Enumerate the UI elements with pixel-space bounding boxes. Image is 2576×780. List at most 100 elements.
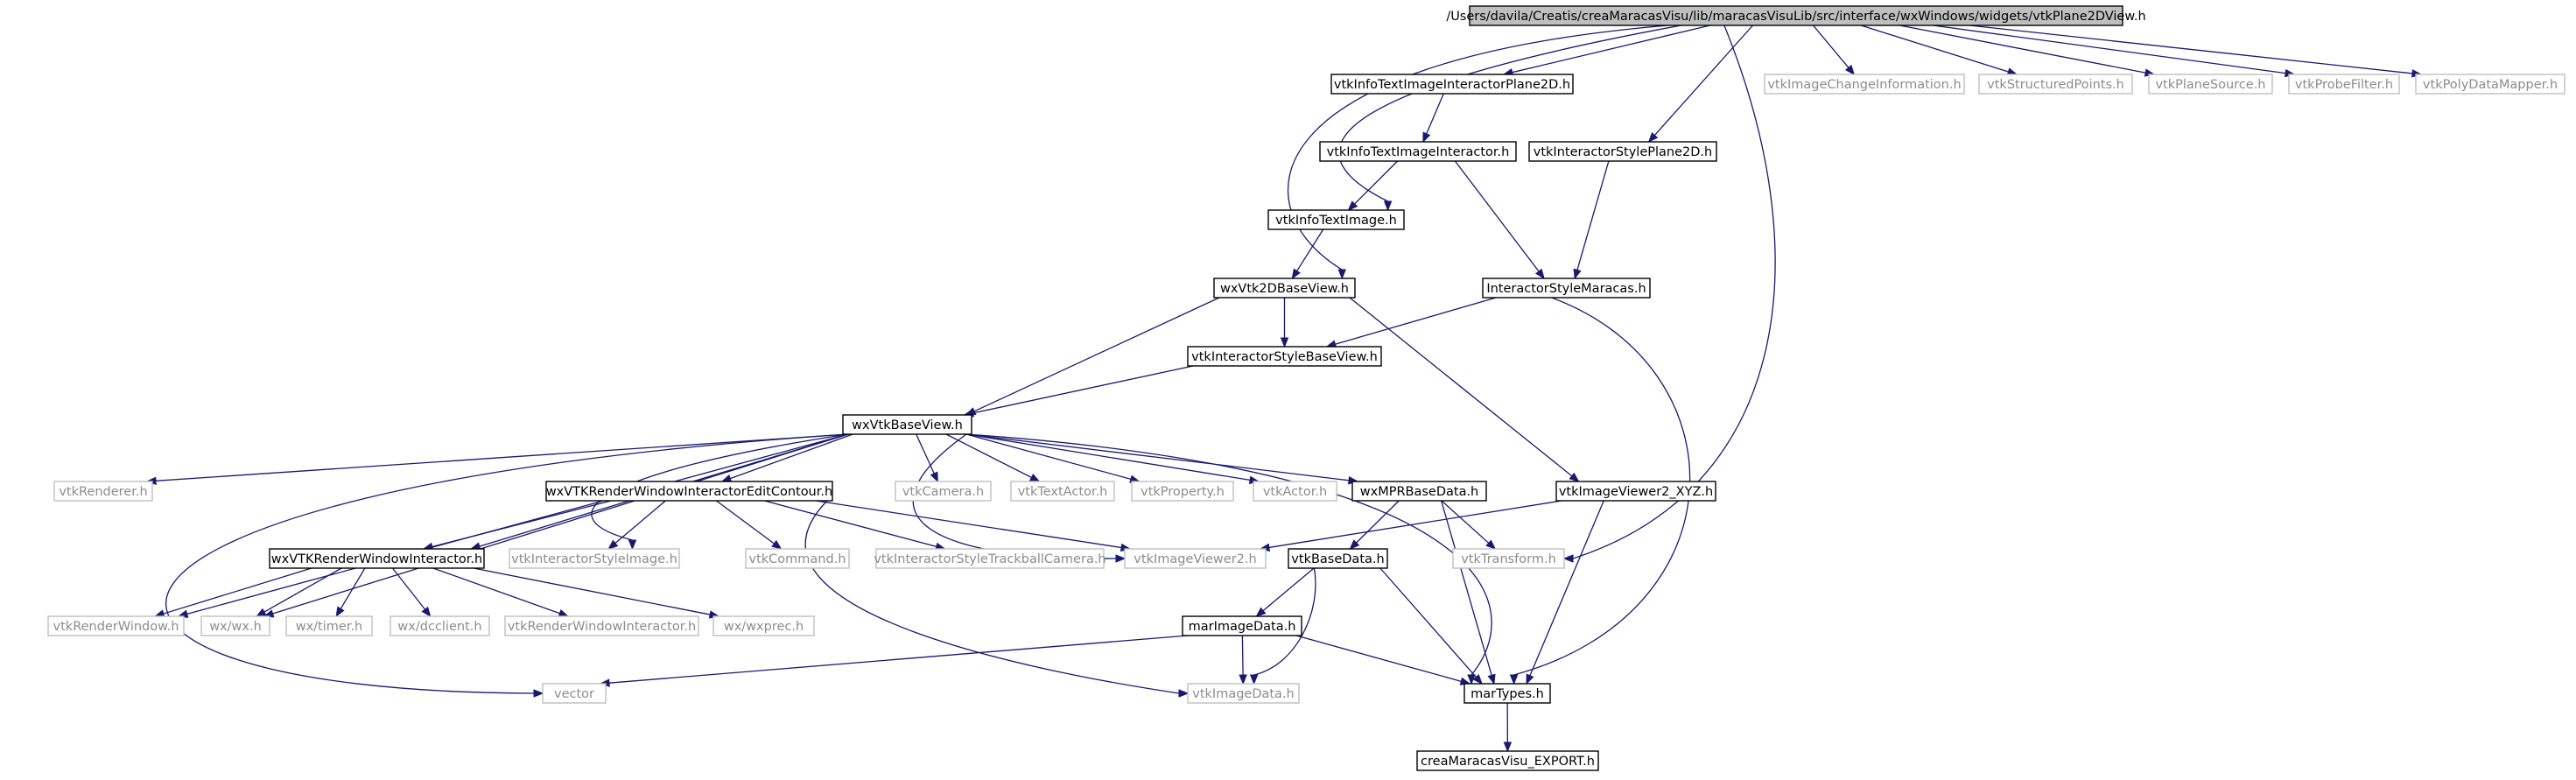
node-mpr[interactable]: wxMPRBaseData.h <box>1351 481 1487 502</box>
edge-editContour-to-rwi <box>422 500 612 551</box>
node-styleP2D[interactable]: vtkInteractorStylePlane2D.h <box>1528 141 1717 162</box>
node-transform: vtkTransform.h <box>1452 548 1565 569</box>
node-label: vtkProperty.h <box>1141 485 1225 499</box>
edge-rwi-to-renderWin <box>153 567 312 618</box>
node-label: vtkInfoTextImageInteractor.h <box>1327 145 1510 159</box>
node-styleMaracas[interactable]: InteractorStyleMaracas.h <box>1482 278 1651 299</box>
node-box <box>1187 346 1382 367</box>
node-label: vtkInteractorStyleBaseView.h <box>1191 350 1378 364</box>
node-label: vtkTransform.h <box>1461 552 1556 566</box>
edge-line <box>1441 500 1490 544</box>
node-label: marImageData.h <box>1189 620 1296 634</box>
edge-mpr-to-transform <box>1441 500 1497 550</box>
arrow-head-icon <box>1526 673 1534 685</box>
edge-line <box>432 500 612 548</box>
arrow-head-icon <box>1647 132 1659 144</box>
node-label: vtkInfoTextImageInteractorPlane2D.h <box>1334 78 1570 92</box>
edge-line <box>1262 567 1315 612</box>
edge-line <box>432 567 560 615</box>
node-label: vtkRenderer.h <box>59 485 147 499</box>
node-rwi[interactable]: wxVTKRenderWindowInteractor.h <box>269 548 485 569</box>
edge-line <box>1349 297 1573 477</box>
edge-wx2d-to-viewerXYZ <box>1349 297 1580 482</box>
node-box <box>1463 683 1551 704</box>
edge-line <box>1969 25 2413 74</box>
edge-line <box>163 567 312 615</box>
edge-baseData-to-imageData <box>1249 567 1316 685</box>
edge-wxBase-to-textActor <box>945 433 1041 482</box>
node-imgChange: vtkImageChangeInformation.h <box>1764 74 1965 95</box>
node-label: vtkBaseData.h <box>1291 552 1384 566</box>
edge-line <box>764 500 937 548</box>
node-export[interactable]: creaMaracasVisu_EXPORT.h <box>1416 750 1599 771</box>
edge-line <box>965 433 1251 481</box>
node-label: vector <box>554 687 594 701</box>
node-wx2d[interactable]: wxVtk2DBaseView.h <box>1213 278 1356 299</box>
node-infoText[interactable]: vtkInfoTextImage.h <box>1267 209 1405 230</box>
node-label: vtkCamera.h <box>902 485 984 499</box>
edge-line <box>1529 500 1604 677</box>
arrow-head-icon <box>1255 607 1267 617</box>
node-label: vtkCommand.h <box>749 552 846 566</box>
edge-line <box>1653 25 1753 136</box>
edge-line <box>1338 25 1681 202</box>
node-label: /Users/davila/Creatis/creaMaracasVisu/li… <box>1446 10 2145 24</box>
edge-styleMaracas-to-styleBase <box>1325 297 1497 348</box>
arrow-head-icon <box>335 606 345 618</box>
node-editContour[interactable]: wxVTKRenderWindowInteractorEditContour.h <box>545 481 833 502</box>
arrow-head-icon <box>1487 673 1496 685</box>
node-marImage[interactable]: marImageData.h <box>1182 615 1302 636</box>
edge-line <box>1241 635 1244 676</box>
node-box <box>269 548 485 569</box>
node-box <box>1555 481 1716 502</box>
edge-line <box>473 567 711 615</box>
node-viewerXYZ[interactable]: vtkImageViewer2_XYZ.h <box>1555 481 1716 502</box>
edge-layer <box>145 25 2423 753</box>
edge-line <box>272 433 849 615</box>
node-label: wxVTKRenderWindowInteractor.h <box>271 552 482 566</box>
node-label: vtkTextActor.h <box>1018 485 1108 499</box>
node-infoTextPlane[interactable]: vtkInfoTextImageInteractorPlane2D.h <box>1330 74 1574 95</box>
arrow-head-icon <box>1534 268 1545 280</box>
node-wxprec: wx/wxprec.h <box>712 615 815 636</box>
arrow-head-icon <box>1562 554 1574 563</box>
node-box <box>1764 74 1965 95</box>
node-label: vtkInteractorStylePlane2D.h <box>1534 145 1712 159</box>
node-planeSrc: vtkPlaneSource.h <box>2148 74 2273 95</box>
node-infoTextInter[interactable]: vtkInfoTextImageInteractor.h <box>1319 141 1517 162</box>
node-wxBase[interactable]: wxVtkBaseView.h <box>842 414 972 435</box>
arrow-head-icon <box>533 689 544 698</box>
node-actor: vtkActor.h <box>1253 481 1337 502</box>
arrow-head-icon <box>421 606 432 618</box>
node-box <box>875 548 1105 569</box>
edge-line <box>916 433 935 474</box>
arrow-head-icon <box>1178 689 1190 698</box>
node-camera: vtkCamera.h <box>895 481 992 502</box>
edge-editContour-to-command <box>715 500 783 550</box>
arrow-head-icon <box>1028 474 1041 482</box>
arrow-head-icon <box>628 539 637 551</box>
edge-line <box>1813 25 1850 68</box>
node-box <box>390 615 490 636</box>
node-box <box>53 481 153 502</box>
node-baseData[interactable]: vtkBaseData.h <box>1288 548 1388 569</box>
edge-baseData-to-marTypes <box>1379 567 1483 685</box>
node-label: wxVtk2DBaseView.h <box>1220 282 1349 296</box>
edge-mpr-to-baseData <box>1349 500 1400 550</box>
node-textActor: vtkTextActor.h <box>1010 481 1115 502</box>
edge-infoText-to-wx2d <box>1291 228 1324 280</box>
edge-line <box>965 433 1492 676</box>
node-wxwx: wx/wx.h <box>200 615 270 636</box>
node-label: vtkInfoTextImage.h <box>1275 214 1397 228</box>
edge-wxBase-to-camera <box>916 433 938 483</box>
node-root[interactable]: /Users/davila/Creatis/creaMaracasVisu/li… <box>1446 5 2146 26</box>
node-label: vtkImageChangeInformation.h <box>1767 78 1961 92</box>
edge-baseData-to-marImage <box>1255 567 1315 617</box>
arrow-head-icon <box>1349 539 1360 550</box>
node-styleBase[interactable]: vtkInteractorStyleBaseView.h <box>1187 346 1382 367</box>
edge-line <box>965 433 1350 481</box>
node-marTypes[interactable]: marTypes.h <box>1463 683 1551 704</box>
edge-mpr-to-marTypes <box>1441 500 1496 685</box>
edge-line <box>608 635 1189 684</box>
edge-line <box>186 433 849 615</box>
